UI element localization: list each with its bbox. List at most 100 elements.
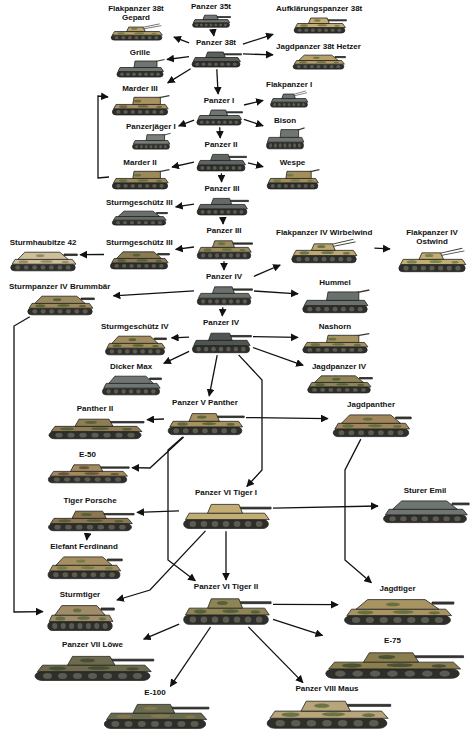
road-wheel xyxy=(206,121,209,125)
vehicle-name: E-75 xyxy=(383,636,402,645)
casemate xyxy=(118,211,160,216)
road-wheel xyxy=(293,144,296,148)
vehicle-node: Panther II xyxy=(45,404,145,440)
vehicle-name: Panzer IV xyxy=(202,318,240,327)
lineage-arrow xyxy=(14,317,43,612)
road-wheel xyxy=(214,63,218,67)
track xyxy=(399,265,465,272)
lineage-arrow xyxy=(132,437,184,468)
road-wheel xyxy=(366,617,374,623)
gun-barrel xyxy=(335,57,345,58)
turret xyxy=(208,599,243,608)
gun-barrel xyxy=(239,602,271,604)
road-wheel xyxy=(447,266,452,271)
vehicle-node: E-100 xyxy=(100,688,210,730)
road-wheel xyxy=(320,388,325,392)
vehicle-node: Sturmpanzer IV Brummbär xyxy=(8,282,111,316)
road-wheel xyxy=(323,65,327,68)
vehicle-name: Flakpanzer 38t Gepard xyxy=(100,4,172,22)
lineage-arrow xyxy=(176,247,194,249)
road-wheel xyxy=(271,184,275,188)
track xyxy=(308,387,371,393)
track xyxy=(112,183,167,189)
camouflage-patch xyxy=(152,345,158,347)
road-wheel xyxy=(212,521,219,527)
lineage-arrow xyxy=(80,254,104,255)
vehicle-illustration xyxy=(380,496,470,524)
vehicle-illustration xyxy=(190,48,242,68)
open-superstructure xyxy=(327,335,359,342)
road-wheel xyxy=(77,623,82,629)
road-wheel xyxy=(195,24,198,27)
road-wheel xyxy=(322,257,327,262)
turret xyxy=(126,27,145,32)
camouflage-patch xyxy=(60,428,74,431)
lineage-arrow xyxy=(225,531,226,580)
vehicle-name: Sturmpanzer IV Brummbär xyxy=(8,282,111,291)
vehicle-illustration xyxy=(45,414,145,440)
gun-barrel xyxy=(101,608,114,610)
hull xyxy=(270,711,388,718)
road-wheel xyxy=(138,73,142,77)
road-wheel xyxy=(279,144,282,148)
road-wheel xyxy=(361,388,366,392)
road-wheel xyxy=(105,478,111,482)
camouflage-patch xyxy=(307,180,313,182)
lineage-arrow xyxy=(254,291,298,294)
lineage-arrow xyxy=(248,627,303,683)
lineage-arrow xyxy=(209,355,217,396)
road-wheel xyxy=(405,671,415,677)
road-wheel xyxy=(223,521,230,527)
hull xyxy=(112,259,168,263)
turret xyxy=(364,653,419,662)
road-wheel xyxy=(387,671,397,677)
casemate xyxy=(341,415,400,423)
vehicle-node: Bison xyxy=(265,116,305,150)
camouflage-patch xyxy=(76,560,85,563)
track xyxy=(333,429,408,437)
road-wheel xyxy=(54,525,60,530)
vehicle-name: Hummel xyxy=(318,278,352,287)
track xyxy=(267,183,318,189)
road-wheel xyxy=(109,572,115,577)
road-wheel xyxy=(131,184,135,188)
camouflage-patch xyxy=(19,260,29,263)
vehicle-illustration xyxy=(45,600,115,632)
road-wheel xyxy=(106,390,110,394)
road-wheel xyxy=(349,348,354,352)
vehicle-name: Panzer 35t xyxy=(190,2,232,11)
vehicle-illustration xyxy=(289,238,359,264)
vehicle-node: E-75 xyxy=(320,636,465,680)
road-wheel xyxy=(296,257,301,262)
lineage-arrow xyxy=(86,533,88,540)
road-wheel xyxy=(145,110,149,114)
vehicle-node: Flakpanzer 38t Gepard xyxy=(100,4,172,41)
road-wheel xyxy=(297,103,300,106)
road-wheel xyxy=(212,428,218,433)
track xyxy=(292,256,356,263)
camouflage-patch xyxy=(314,19,321,21)
road-wheel xyxy=(98,525,104,530)
road-wheel xyxy=(118,673,127,679)
road-wheel xyxy=(236,254,240,258)
road-wheel xyxy=(393,617,401,623)
road-wheel xyxy=(232,166,236,170)
turret xyxy=(419,253,443,260)
camouflage-patch xyxy=(53,299,61,302)
road-wheel xyxy=(380,617,388,623)
camouflage-patch xyxy=(328,338,336,341)
vehicle-illustration xyxy=(109,23,164,41)
road-wheel xyxy=(288,144,291,148)
road-wheel xyxy=(159,110,163,114)
vehicle-illustration xyxy=(340,594,455,626)
road-wheel xyxy=(239,210,243,214)
open-superstructure xyxy=(133,97,161,104)
road-wheel xyxy=(330,29,334,33)
track xyxy=(192,62,240,68)
vehicle-name: Elefant Ferdinand xyxy=(49,542,119,551)
vehicle-node: Sturmgeschütz IV xyxy=(100,322,170,356)
camouflage-patch xyxy=(132,344,144,347)
vehicle-illustration xyxy=(330,410,412,438)
lineage-arrow xyxy=(273,604,338,606)
road-wheel xyxy=(64,478,70,482)
